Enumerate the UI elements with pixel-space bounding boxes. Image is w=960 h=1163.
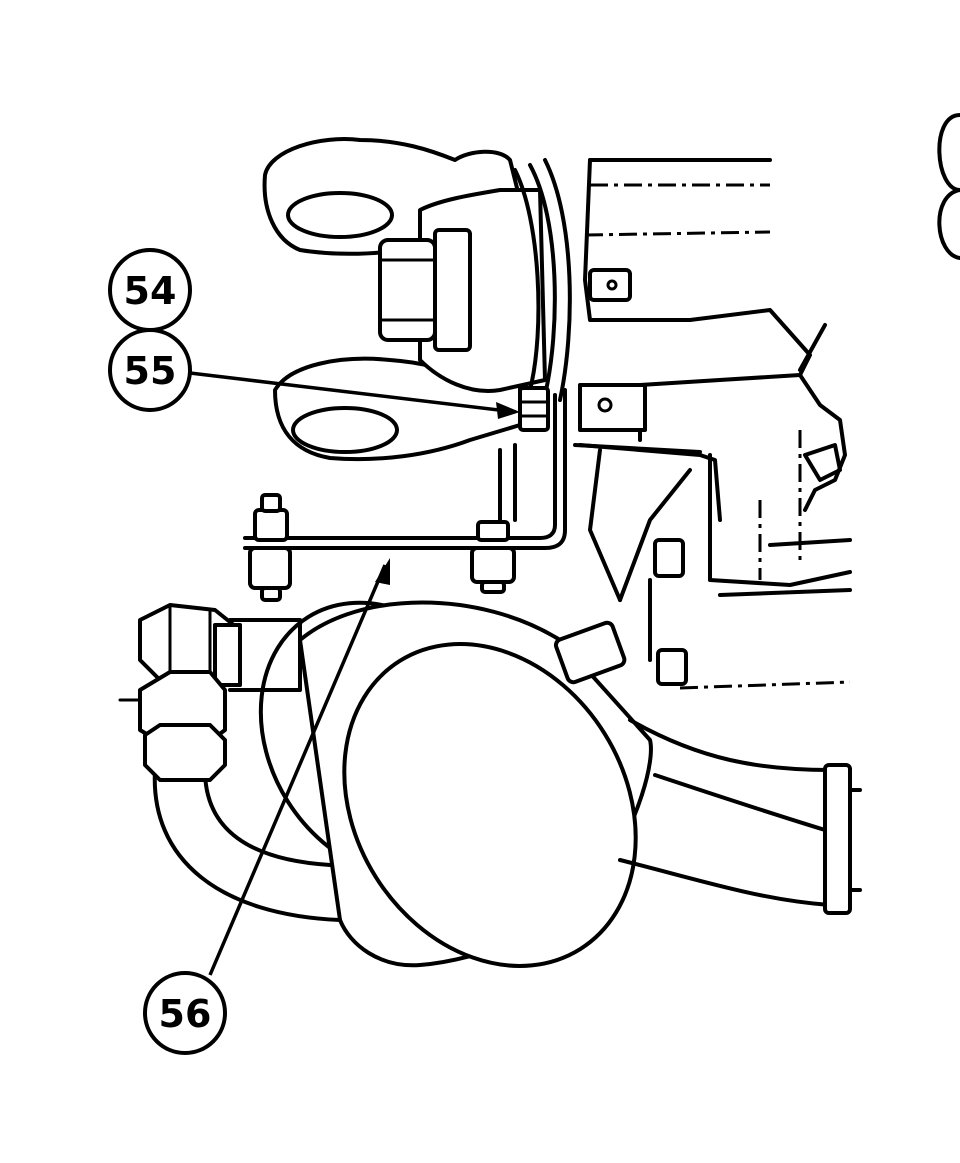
callout-56-label: 56 (159, 992, 212, 1036)
universal-joint-yoke (262, 137, 632, 462)
callout-54-label: 54 (124, 269, 177, 313)
outlet-tube (618, 718, 862, 915)
callout-54: 54 (108, 248, 192, 332)
bracket-bolt-left (248, 493, 292, 602)
leader-55-arrowhead (496, 402, 520, 419)
leader-lines (189, 371, 520, 976)
callout-55: 55 (108, 328, 192, 412)
leader-56-arrowhead (375, 558, 390, 585)
bracket-56 (243, 386, 567, 602)
right-pipe (588, 448, 851, 690)
mounting-tab (573, 383, 702, 454)
partial-callout-arcs (937, 113, 960, 260)
leader-56 (208, 564, 387, 976)
cylinder-tank (258, 600, 653, 968)
callout-55-label: 55 (124, 349, 177, 393)
housing-body (578, 158, 852, 597)
bracket-bolt-right (470, 520, 516, 594)
left-hose (118, 603, 342, 922)
callout-56: 56 (143, 971, 227, 1055)
leader-55 (189, 371, 516, 414)
